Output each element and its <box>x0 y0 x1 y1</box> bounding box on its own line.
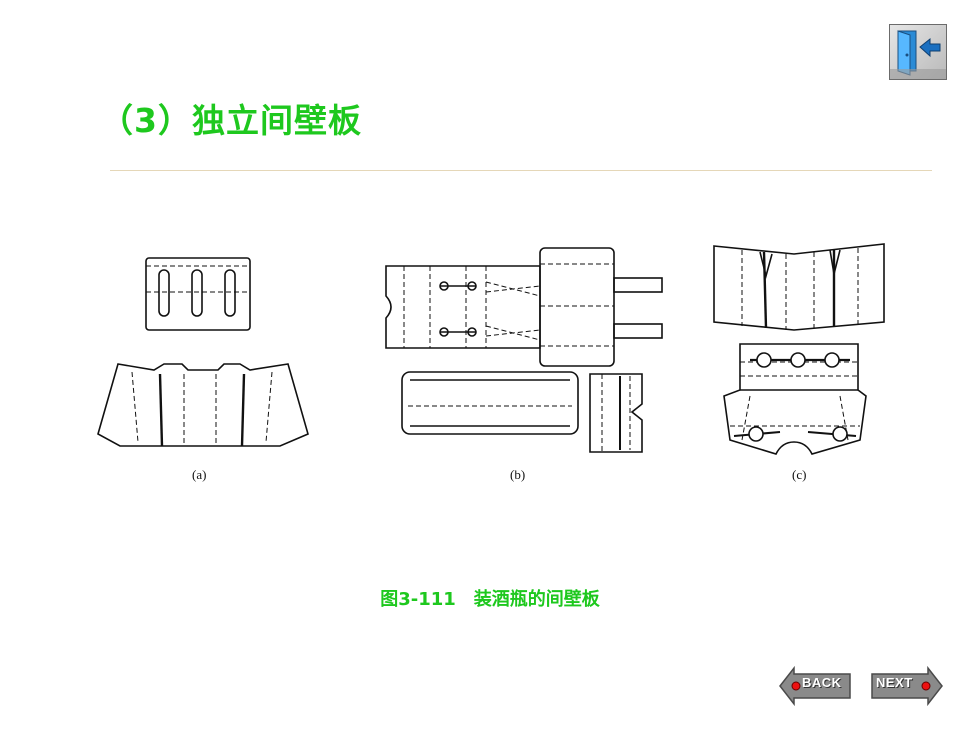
figure-caption: 图3-111 装酒瓶的间壁板 <box>380 589 600 610</box>
figure-a-bottom-piece <box>97 363 309 447</box>
next-label: NEXT <box>876 675 913 690</box>
figure-c-bottom-piece <box>723 343 867 455</box>
back-button[interactable]: BACK <box>778 662 854 710</box>
figure-label-a: (a) <box>192 467 206 482</box>
next-button[interactable]: NEXT <box>868 662 944 710</box>
left-arrow-icon <box>779 665 851 707</box>
figure-label-b: (b) <box>510 467 525 482</box>
exit-door-icon <box>890 30 946 79</box>
figure-c-top-piece <box>713 243 885 331</box>
figure-b-bottom-right <box>589 373 643 453</box>
right-arrow-icon <box>871 665 943 707</box>
figure-a-top-piece <box>145 257 251 331</box>
title-divider <box>110 170 932 171</box>
figure-b-top-assembly <box>385 247 663 367</box>
back-label: BACK <box>802 675 842 690</box>
figure-label-c: (c) <box>792 467 806 482</box>
exit-button[interactable] <box>889 24 947 80</box>
figure-b-bottom-left <box>401 371 579 435</box>
partition-board-figure: (a) (b) (c) <box>97 243 885 482</box>
slide-title: （3）独立间壁板 <box>100 101 362 140</box>
